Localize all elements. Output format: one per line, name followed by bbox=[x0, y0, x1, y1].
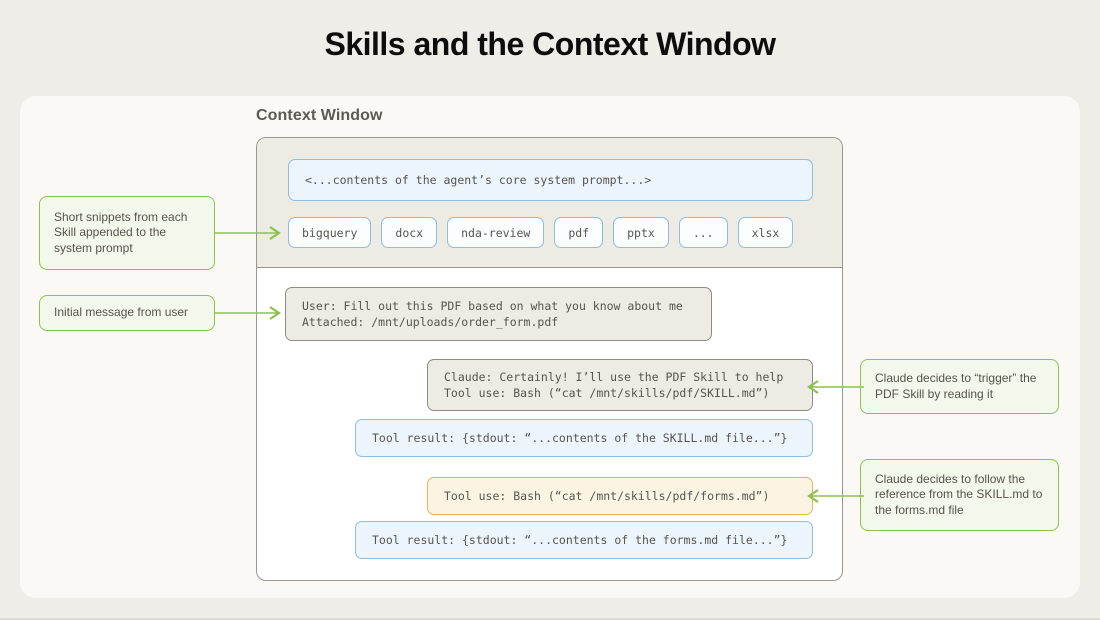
annotation-initial-message-note: Initial message from user bbox=[39, 295, 215, 331]
skill-chip-bigquery[interactable]: bigquery bbox=[288, 217, 372, 248]
page-title: Skills and the Context Window bbox=[324, 26, 776, 62]
context-window-label: Context Window bbox=[256, 107, 383, 124]
tool-result-skill-box: Tool result: {stdout: “...contents of th… bbox=[355, 419, 813, 457]
card-bottom-divider bbox=[0, 618, 1100, 620]
skill-chip-pptx[interactable]: pptx bbox=[613, 217, 669, 248]
skill-chip-pdf[interactable]: pdf bbox=[554, 217, 604, 248]
system-prompt-section bbox=[257, 138, 842, 268]
skill-chip-xlsx[interactable]: xlsx bbox=[737, 217, 794, 248]
skill-chip-more[interactable]: ... bbox=[678, 217, 728, 248]
arrow-left-to-claude-response-icon bbox=[806, 377, 864, 397]
arrow-right-to-skills-icon bbox=[215, 223, 287, 243]
annotation-snippets-note: Short snippets from each Skill appended … bbox=[39, 196, 215, 270]
tool-use-forms-box: Tool use: Bash (“cat /mnt/skills/pdf/for… bbox=[427, 477, 813, 515]
arrow-right-to-user-message-icon bbox=[215, 303, 287, 323]
skill-chip-nda-review[interactable]: nda-review bbox=[447, 217, 545, 248]
claude-response-box: Claude: Certainly! I’ll use the PDF Skil… bbox=[427, 359, 813, 411]
skill-chip-docx[interactable]: docx bbox=[381, 217, 438, 248]
arrow-left-to-tool-use-icon bbox=[806, 486, 864, 506]
tool-result-forms-box: Tool result: {stdout: “...contents of th… bbox=[355, 521, 813, 559]
system-prompt-box: <...contents of the agent’s core system … bbox=[288, 159, 813, 201]
skill-chip-list: bigquery docx nda-review pdf pptx ... xl… bbox=[288, 217, 794, 248]
annotation-reference-note: Claude decides to follow the reference f… bbox=[860, 459, 1059, 531]
user-message-box: User: Fill out this PDF based on what yo… bbox=[285, 287, 712, 341]
annotation-trigger-note: Claude decides to “trigger” the PDF Skil… bbox=[860, 359, 1059, 414]
